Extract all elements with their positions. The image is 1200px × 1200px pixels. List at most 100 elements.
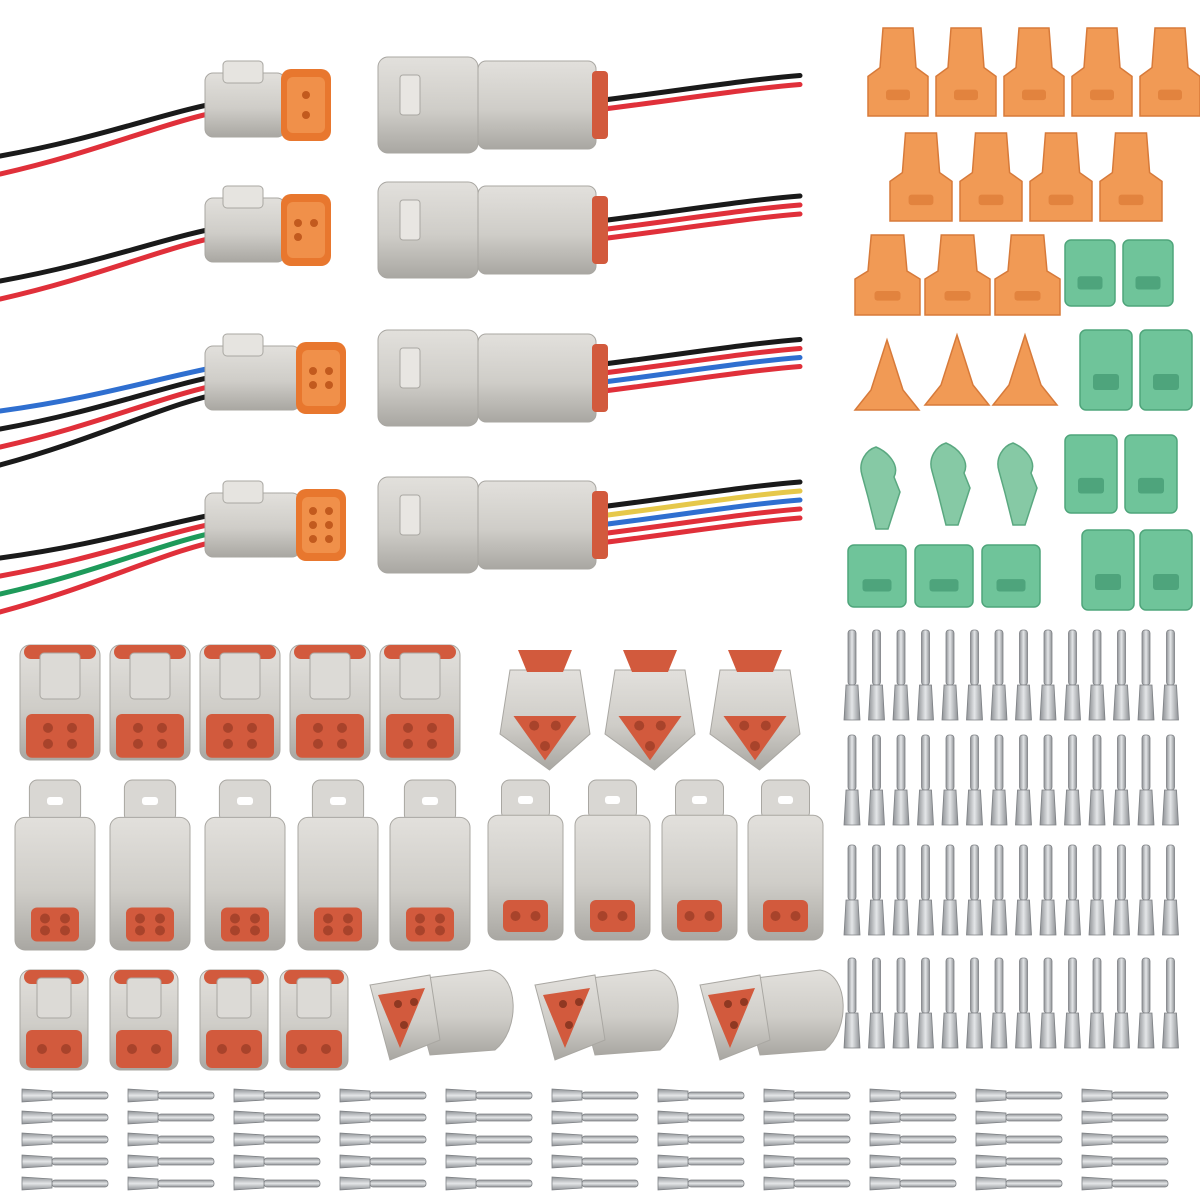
contact-hole xyxy=(294,219,302,227)
wire xyxy=(597,479,803,510)
contact-hole xyxy=(40,913,50,924)
pin-shaft xyxy=(1117,957,1126,1014)
contact-pin xyxy=(1064,844,1081,936)
wedge-slot xyxy=(944,291,971,301)
contact-pin xyxy=(1015,957,1032,1049)
pin-shaft xyxy=(970,844,979,901)
contact-pin xyxy=(975,1132,1063,1147)
pin-crimp xyxy=(1039,1012,1057,1049)
contact-hole xyxy=(135,925,145,936)
contact-pin xyxy=(657,1088,745,1103)
contact-hole xyxy=(325,507,333,515)
pin-crimp xyxy=(975,1132,1007,1147)
plug-latch xyxy=(222,185,264,209)
pin-shaft xyxy=(369,1157,427,1166)
contact-pin xyxy=(941,844,959,936)
pin-shaft xyxy=(687,1091,745,1100)
pin-crimp xyxy=(657,1154,689,1169)
wedge-lock-green xyxy=(1064,239,1116,307)
contact-pin xyxy=(551,1088,639,1103)
pin-crimp xyxy=(843,1012,861,1049)
pin-shaft xyxy=(1111,1135,1169,1144)
pin-shaft xyxy=(1141,844,1151,901)
contact-hole xyxy=(724,1000,732,1008)
contact-hole xyxy=(230,925,240,936)
plug-latch xyxy=(126,977,162,1019)
tri-insert xyxy=(618,716,682,761)
pin-crimp xyxy=(868,684,885,721)
pin-crimp xyxy=(869,1132,901,1147)
green-slot xyxy=(1153,574,1179,590)
contact-pin xyxy=(657,1110,745,1125)
wedge-slot xyxy=(978,194,1004,206)
pin-crimp xyxy=(339,1088,371,1103)
pin-shaft xyxy=(1166,629,1175,686)
pin-crimp xyxy=(1064,789,1081,826)
contact-pin xyxy=(941,734,959,826)
harness-row xyxy=(0,476,803,615)
pin-crimp xyxy=(892,789,910,826)
contact-hole xyxy=(157,738,167,749)
pin-crimp xyxy=(339,1110,371,1125)
wire xyxy=(0,223,233,284)
green-block xyxy=(1139,529,1193,611)
pin-shaft xyxy=(899,1157,957,1166)
contact-hole xyxy=(740,998,748,1006)
pin-shaft xyxy=(263,1113,321,1122)
lock-window xyxy=(330,797,346,805)
contact-pin xyxy=(1162,957,1179,1049)
wire xyxy=(597,355,803,385)
pin-crimp xyxy=(941,789,959,826)
pin-crimp xyxy=(1064,684,1081,721)
contact-pin xyxy=(551,1110,639,1125)
pin-shaft xyxy=(1005,1113,1063,1122)
pin-shaft xyxy=(157,1091,215,1100)
pin-crimp xyxy=(1015,684,1032,721)
pin-shaft xyxy=(1141,734,1151,791)
contact-pin xyxy=(1088,734,1106,826)
pin-shaft xyxy=(51,1179,109,1188)
pin-crimp xyxy=(869,1088,901,1103)
green-slot xyxy=(996,579,1026,592)
contact-pin xyxy=(21,1154,109,1169)
contact-hole xyxy=(155,913,165,924)
contact-pin xyxy=(763,1132,851,1147)
contact-pin xyxy=(1088,957,1106,1049)
pin-shaft xyxy=(51,1157,109,1166)
contact-pin xyxy=(975,1154,1063,1169)
pin-crimp xyxy=(127,1088,159,1103)
pin-crimp xyxy=(1137,789,1155,826)
contact-pin xyxy=(1088,629,1106,721)
contact-pin xyxy=(763,1176,851,1191)
wedge-lock-orange xyxy=(935,27,997,117)
wedge-lock-orange xyxy=(1003,27,1065,117)
contact-pin xyxy=(892,844,910,936)
pin-shaft xyxy=(687,1135,745,1144)
contact-hole xyxy=(427,738,437,749)
lock-window xyxy=(692,796,707,804)
contact-pin xyxy=(868,957,885,1049)
pin-crimp xyxy=(445,1110,477,1125)
pin-crimp xyxy=(1162,899,1179,936)
contact-hole xyxy=(510,911,521,921)
pin-crimp xyxy=(21,1088,53,1103)
pin-crimp xyxy=(763,1110,795,1125)
pin-crimp xyxy=(551,1154,583,1169)
connector-plug xyxy=(379,644,461,761)
pin-crimp xyxy=(233,1088,265,1103)
wire-harness-group xyxy=(0,56,803,615)
plug-insert xyxy=(26,714,94,758)
receptacle-slot xyxy=(399,74,421,116)
pin-shaft xyxy=(1019,844,1028,901)
green-plug-shape xyxy=(997,442,1038,526)
contact-hole xyxy=(247,738,257,749)
contact-hole xyxy=(760,720,771,731)
contact-pin xyxy=(1137,734,1155,826)
wire xyxy=(597,364,803,394)
pin-crimp xyxy=(990,684,1008,721)
green-slot xyxy=(1095,574,1121,590)
pin-shaft xyxy=(896,844,906,901)
connector-receptacle xyxy=(574,779,651,941)
wedge-slot xyxy=(886,89,910,101)
